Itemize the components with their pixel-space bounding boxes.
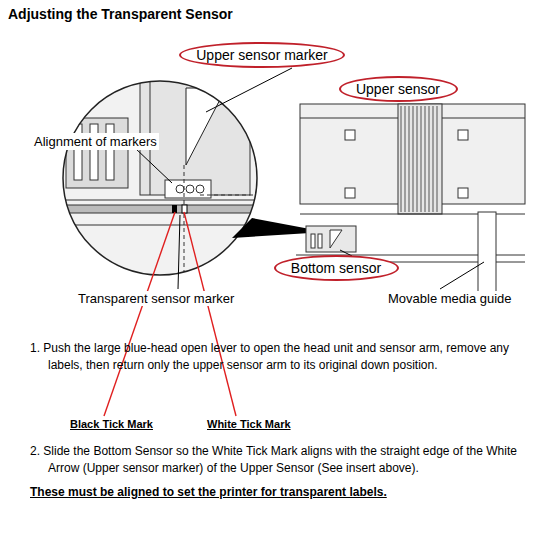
- title: Adjusting the Transparent Sensor: [8, 6, 233, 22]
- leader-line: [135, 68, 484, 289]
- oval-label: Upper sensor marker: [196, 47, 328, 63]
- oval-label: Upper sensor: [356, 81, 440, 97]
- inset-detail: [60, 70, 270, 290]
- label-oval: Upper sensor: [339, 76, 458, 102]
- tick-label: Black Tick Mark: [68, 418, 155, 430]
- oval-label: Bottom sensor: [291, 260, 381, 276]
- alignment-label: Alignment of markers: [32, 133, 159, 150]
- tick-label: White Tick Mark: [205, 418, 293, 430]
- instruction-step: 2. Slide the Bottom Sensor so the White …: [30, 443, 538, 477]
- note: These must be aligned to set the printer…: [30, 484, 530, 501]
- label-oval: Bottom sensor: [274, 255, 399, 281]
- tick-pointer-line: [104, 212, 236, 416]
- instruction-step: 1. Push the large blue-head open lever t…: [30, 340, 538, 374]
- part-label: Transparent sensor marker: [78, 291, 234, 306]
- part-label: Movable media guide: [388, 291, 512, 306]
- label-oval: Upper sensor marker: [179, 42, 345, 68]
